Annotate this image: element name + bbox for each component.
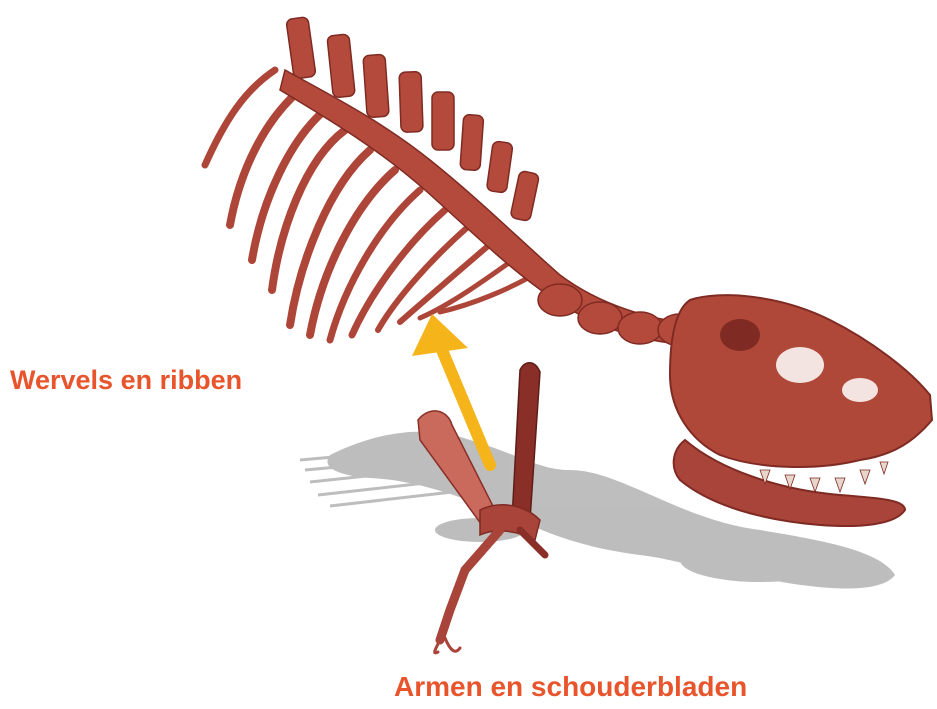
skull — [670, 295, 932, 526]
label-arms-and-shoulder-blades: Armen en schouderbladen — [394, 671, 747, 703]
arms-and-shoulder-blades — [418, 363, 545, 653]
label-vertebrae-and-ribs: Wervels en ribben — [10, 365, 242, 396]
